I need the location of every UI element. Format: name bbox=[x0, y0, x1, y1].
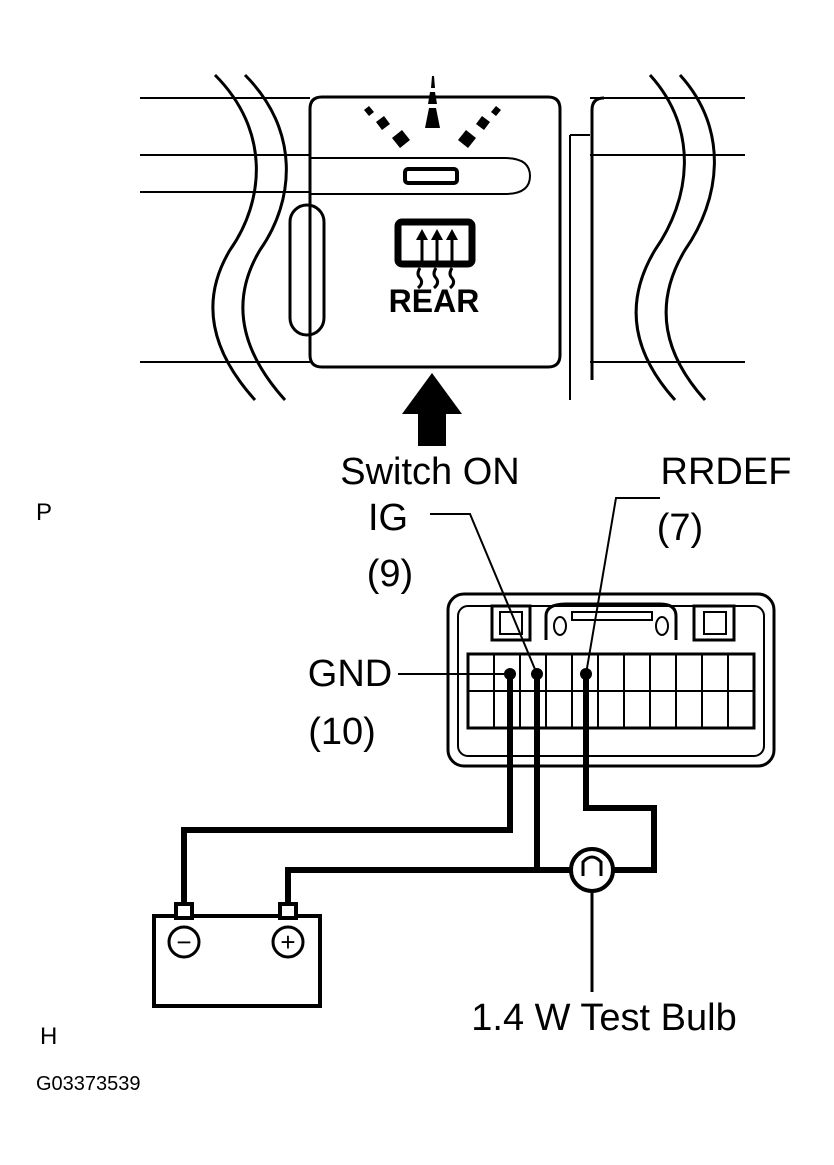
side-label-h: H bbox=[40, 1023, 57, 1050]
indicator-light bbox=[403, 167, 459, 185]
rrdef-terminal-name: RRDEF bbox=[661, 451, 792, 493]
panel-drawing bbox=[140, 73, 745, 402]
indicator-rays bbox=[364, 76, 501, 148]
gnd-terminal-name: GND bbox=[308, 653, 392, 695]
leader-lines bbox=[398, 497, 660, 675]
figure-code: G03373539 bbox=[36, 1073, 141, 1095]
battery-icon bbox=[152, 902, 322, 1008]
side-label-p: P bbox=[36, 499, 52, 526]
gnd-terminal-pin: (10) bbox=[308, 711, 376, 753]
ig-terminal-name: IG bbox=[368, 497, 408, 539]
test-wiring bbox=[181, 668, 657, 910]
battery-positive-terminal bbox=[271, 925, 305, 959]
rear-defogger-icon bbox=[394, 218, 476, 290]
ig-terminal-pin: (9) bbox=[367, 553, 413, 595]
switch-label: REAR bbox=[389, 283, 480, 319]
battery-negative-terminal bbox=[167, 925, 201, 959]
battery-positive-sign: + bbox=[280, 927, 295, 957]
test-bulb-icon bbox=[569, 847, 615, 992]
push-arrow bbox=[402, 373, 462, 446]
terminal-gnd-probe bbox=[504, 668, 516, 680]
terminal-ig-probe bbox=[531, 668, 543, 680]
terminal-rrdef-probe bbox=[580, 668, 592, 680]
rrdef-terminal-pin: (7) bbox=[657, 507, 703, 549]
rear-defogger-switch[interactable]: REAR bbox=[308, 76, 562, 369]
switch-connector bbox=[446, 592, 776, 768]
battery-negative-sign: − bbox=[176, 927, 191, 957]
switch-on-label: Switch ON bbox=[340, 451, 519, 493]
test-bulb-label: 1.4 W Test Bulb bbox=[471, 997, 736, 1039]
